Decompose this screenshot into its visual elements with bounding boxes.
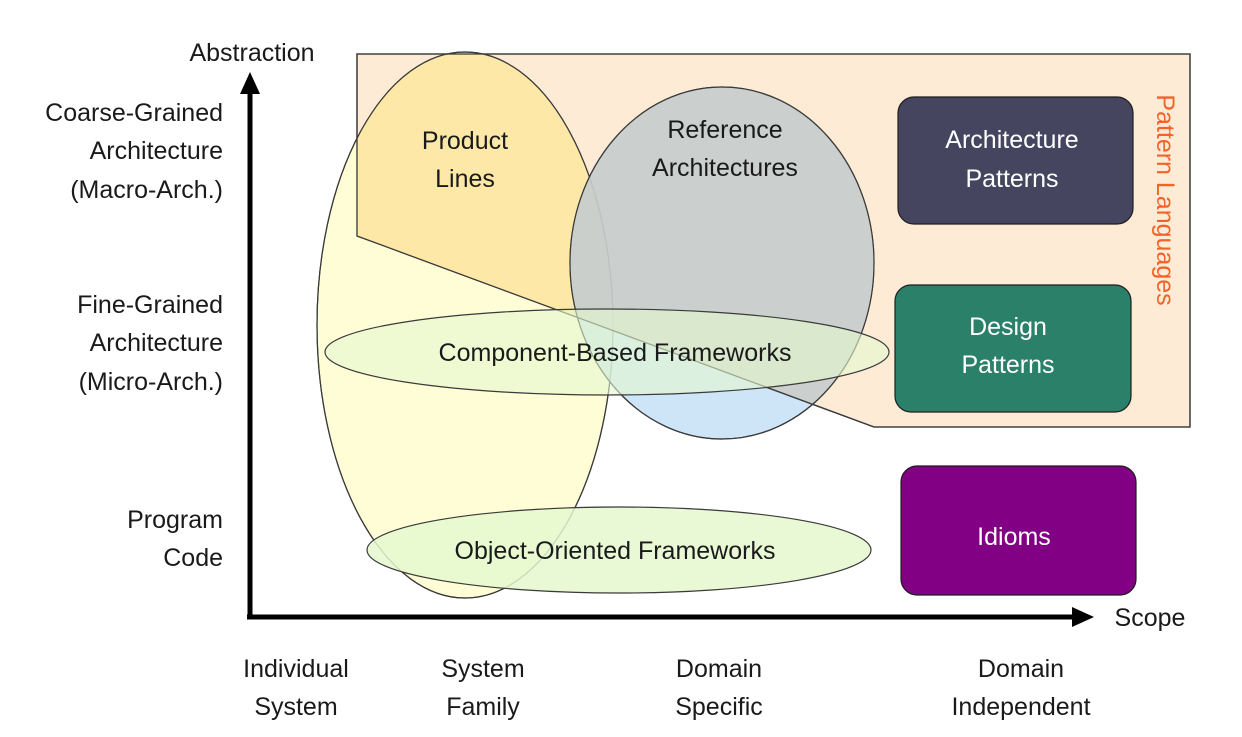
component-frameworks-ellipse — [324, 308, 890, 396]
y-level-fine-line2: Architecture — [90, 329, 223, 357]
x-category-domain-independent-line2: Independent — [951, 693, 1090, 721]
design-patterns-label-line1: Design — [969, 313, 1047, 341]
reference-architectures-outline — [569, 86, 875, 440]
oo-frameworks-ellipse — [366, 506, 872, 594]
design-patterns-label-line2: Patterns — [961, 351, 1054, 379]
y-level-code-line2: Code — [163, 544, 223, 572]
architecture-patterns-box — [897, 96, 1134, 225]
oo-frameworks-label: Object-Oriented Frameworks — [455, 537, 776, 565]
idioms-label: Idioms — [977, 523, 1051, 551]
design-patterns-box — [894, 284, 1132, 413]
pattern-languages-label: Pattern Languages — [1151, 94, 1179, 305]
reference-architectures-label-line2: Architectures — [652, 154, 798, 182]
y-level-fine-line1: Fine-Grained — [77, 291, 223, 319]
y-level-code-line1: Program — [127, 506, 223, 534]
x-axis-title: Scope — [1115, 604, 1186, 632]
idioms-box — [900, 465, 1137, 596]
y-level-coarse-line1: Coarse-Grained — [45, 99, 223, 127]
x-category-family-line2: Family — [446, 693, 520, 721]
component-frameworks-label: Component-Based Frameworks — [439, 339, 792, 367]
y-axis-arrowhead — [240, 72, 260, 94]
x-category-domain-specific-line1: Domain — [676, 655, 762, 683]
x-category-individual-line1: Individual — [243, 655, 349, 683]
reference-architectures-label-line1: Reference — [667, 116, 782, 144]
x-category-individual-line2: System — [254, 693, 337, 721]
x-category-domain-independent-line1: Domain — [978, 655, 1064, 683]
x-category-family-line1: System — [441, 655, 524, 683]
y-axis-title: Abstraction — [189, 39, 314, 67]
y-level-fine-line3: (Micro-Arch.) — [79, 368, 223, 396]
x-category-domain-specific-line2: Specific — [675, 693, 763, 721]
product-lines-label-line1: Product — [422, 127, 508, 155]
y-level-coarse-line2: Architecture — [90, 137, 223, 165]
pattern-languages-border — [356, 53, 1191, 428]
architecture-patterns-label-line1: Architecture — [945, 126, 1078, 154]
architecture-patterns-label-line2: Patterns — [965, 165, 1058, 193]
product-lines-label-line2: Lines — [435, 165, 495, 193]
y-level-coarse-line3: (Macro-Arch.) — [70, 176, 223, 204]
x-axis-arrowhead — [1072, 607, 1094, 627]
